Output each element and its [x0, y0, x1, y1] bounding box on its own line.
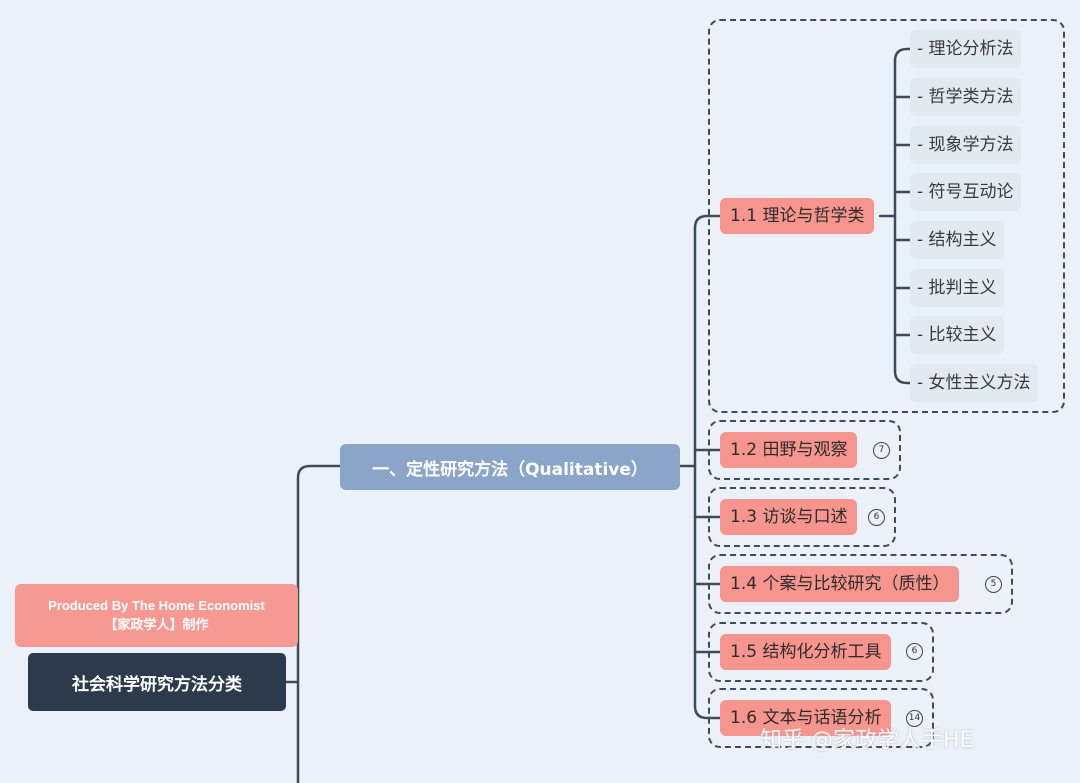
collapsed-count-badge[interactable]: 7	[873, 442, 890, 459]
leaf-label: - 女性主义方法	[917, 373, 1031, 393]
leaf-node[interactable]: - 现象学方法	[910, 126, 1021, 164]
boundary-1-6	[708, 688, 934, 748]
section-node-1-2[interactable]: 1.2 田野与观察	[720, 432, 858, 468]
leaf-node[interactable]: - 女性主义方法	[910, 364, 1038, 402]
section-node-1-1[interactable]: 1.1 理论与哲学类	[720, 198, 875, 234]
main-branch-label: 一、定性研究方法（Qualitative）	[372, 459, 648, 480]
collapsed-count-badge[interactable]: 5	[985, 576, 1002, 593]
leaf-label: - 现象学方法	[917, 135, 1014, 155]
credit-line-1: Produced By The Home Economist	[48, 598, 265, 613]
boundary-1-3	[708, 487, 896, 547]
edge-to-1-1	[693, 214, 722, 230]
section-node-1-4[interactable]: 1.4 个案与比较研究（质性）	[720, 566, 960, 602]
credit-box: Produced By The Home Economist 【家政学人】制作	[15, 584, 298, 647]
root-node[interactable]: 社会科学研究方法分类	[28, 653, 286, 711]
edge-leaf-8	[893, 369, 912, 385]
watermark: 知乎 @家政学人手HE	[760, 728, 974, 753]
boundary-1-2	[708, 420, 901, 480]
root-label: 社会科学研究方法分类	[72, 674, 242, 695]
leaf-node[interactable]: - 结构主义	[910, 221, 1004, 259]
section-node-1-6[interactable]: 1.6 文本与话语分析	[720, 700, 892, 736]
collapsed-count-badge[interactable]: 6	[906, 643, 923, 660]
section-node-1-5[interactable]: 1.5 结构化分析工具	[720, 634, 892, 670]
leaf-node[interactable]: - 批判主义	[910, 269, 1004, 307]
collapsed-count-badge[interactable]: 6	[868, 509, 885, 526]
boundary-1-5	[708, 622, 934, 682]
section-label: 1.5 结构化分析工具	[730, 642, 882, 662]
leaf-label: - 结构主义	[917, 230, 997, 250]
leaf-label: - 理论分析法	[917, 39, 1014, 59]
leaf-label: - 比较主义	[917, 325, 997, 345]
credit-line-2: 【家政学人】制作	[104, 617, 209, 632]
boundary-1-4	[708, 554, 1013, 614]
edge-leaf-1	[893, 47, 912, 63]
leaf-label: - 批判主义	[917, 278, 997, 298]
leaf-label: - 符号互动论	[917, 182, 1014, 202]
section-node-1-3[interactable]: 1.3 访谈与口述	[720, 499, 858, 535]
leaf-label: - 哲学类方法	[917, 87, 1014, 107]
collapsed-count-badge[interactable]: 14	[906, 710, 923, 727]
edge-root-main	[284, 464, 342, 684]
leaf-node[interactable]: - 符号互动论	[910, 173, 1021, 211]
leaf-node[interactable]: - 比较主义	[910, 316, 1004, 354]
section-label: 1.6 文本与话语分析	[730, 708, 882, 728]
section-label: 1.3 访谈与口述	[730, 507, 848, 527]
edge-to-1-6	[693, 704, 722, 720]
section-label: 1.2 田野与观察	[730, 440, 848, 460]
section-label: 1.1 理论与哲学类	[730, 206, 865, 226]
boundary-1-1	[708, 19, 1065, 413]
leaf-node[interactable]: - 理论分析法	[910, 30, 1021, 68]
leaf-node[interactable]: - 哲学类方法	[910, 78, 1021, 116]
main-branch-node[interactable]: 一、定性研究方法（Qualitative）	[340, 444, 680, 490]
section-label: 1.4 个案与比较研究（质性）	[730, 574, 950, 594]
